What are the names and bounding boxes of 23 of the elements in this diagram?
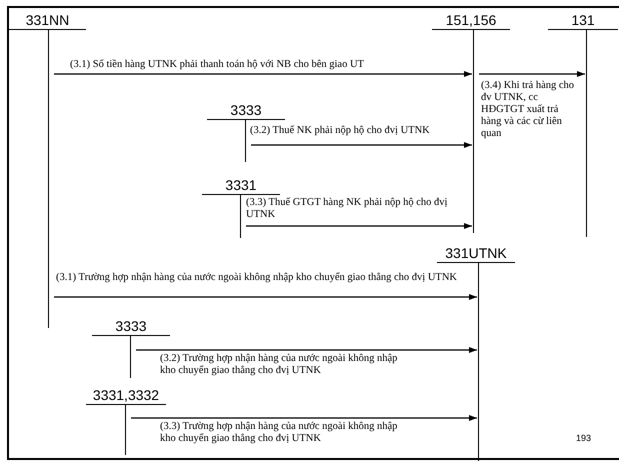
arrow <box>136 347 477 353</box>
arrow <box>54 294 477 300</box>
page-number: 193 <box>576 433 592 443</box>
edge-label: (3.4) Khi trả hàng cho đv UTNK, cc HĐGTGT xuất trả hàng và các cừ liên quan <box>481 80 576 140</box>
edge-label: (3.1) Trường hợp nhận hàng của nước ngoài không nhập kho chuyển giao thẳng cho đvị UTNK <box>56 272 458 284</box>
edge-label: (3.3) Trường hợp nhận hàng của nước ngoài không nhập kho chuyển giao thẳng cho đvị UTNK <box>160 421 398 445</box>
account-number: 331UTNK <box>445 245 507 261</box>
account-number: 3333 <box>230 102 262 118</box>
edge-label: (3.3) Thuế GTGT hàng NK phải nộp hộ cho đvị UTNK <box>246 197 448 221</box>
arrow <box>246 223 472 229</box>
edge-label: (3.2) Trường hợp nhận hàng của nước ngoài không nhập kho chuyển giao thẳng cho đvị UTNK <box>160 353 398 377</box>
arrow <box>251 142 472 148</box>
edge-label: (3.1) Số tiền hàng UTNK phải thanh toán hộ với NB cho bên giao UT <box>70 59 365 71</box>
account-number: 331NN <box>26 12 70 28</box>
account-number: 3333 <box>115 318 147 334</box>
account-number: 3331 <box>225 177 257 193</box>
arrow <box>131 415 477 421</box>
arrow <box>54 71 472 77</box>
edge-label: (3.2) Thuế NK phải nộp hộ cho đvị UTNK <box>250 125 431 137</box>
arrow <box>479 71 585 77</box>
account-number: 3331,3332 <box>92 387 160 403</box>
account-number: 131 <box>571 12 595 28</box>
account-number: 151,156 <box>446 12 496 28</box>
